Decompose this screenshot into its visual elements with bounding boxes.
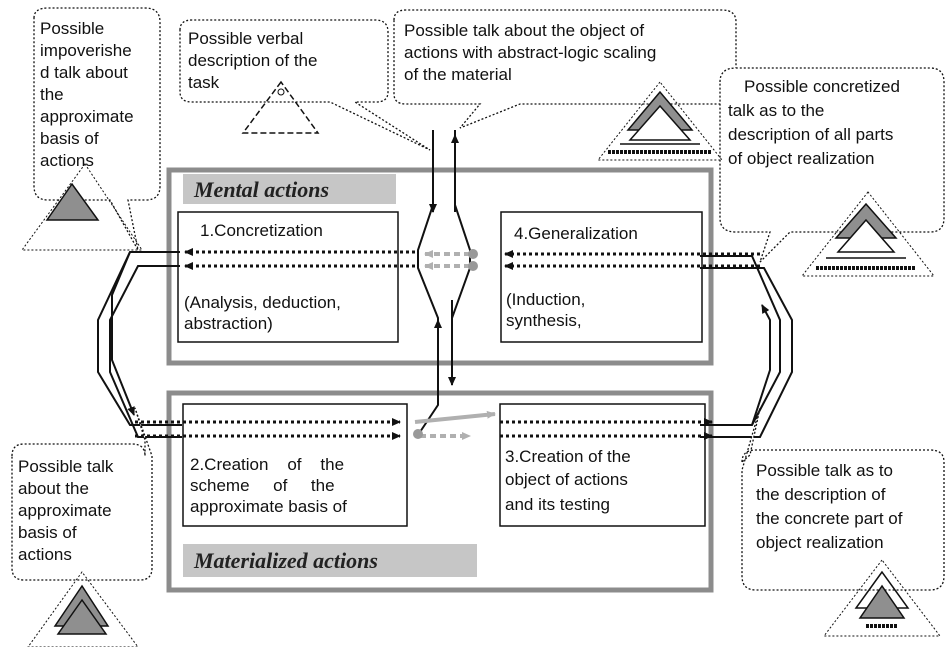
callout-impoverished-l2: impoverishe xyxy=(40,41,132,60)
callout-concretized-l2: talk as to the xyxy=(728,101,825,120)
mental-title-bg xyxy=(183,174,396,204)
generalization-box xyxy=(500,211,703,343)
mental-node-dot-2 xyxy=(468,261,478,271)
callout-abstract-bubble xyxy=(393,9,737,129)
materialized-actions-frame xyxy=(166,390,714,593)
concretization-box xyxy=(177,211,399,343)
generalization-line2: synthesis, xyxy=(506,311,582,330)
triangle-icon-concrete-part xyxy=(822,559,942,637)
materialized-actions-title: Materialized actions xyxy=(194,548,378,573)
callout-impoverished-l6: basis of xyxy=(40,129,99,148)
mental-gray-flows xyxy=(424,250,470,270)
mental-dotted-flows xyxy=(184,248,760,270)
callout-verbal-l3: task xyxy=(188,73,220,92)
materialized-title-bg xyxy=(183,544,477,577)
callout-impoverished-l1: Possible xyxy=(40,19,105,38)
triangle-icon-concretized xyxy=(800,191,936,277)
generalization-line1: (Induction, xyxy=(506,290,586,309)
callout-verbal-bubble xyxy=(179,19,431,151)
callout-impoverished-l3: d talk about xyxy=(40,63,128,82)
triangle-icon-impoverished xyxy=(21,163,143,251)
central-channel xyxy=(417,130,471,433)
triangle-icon-verbal xyxy=(241,80,320,134)
callout-concrete-part-l1: Possible talk as to xyxy=(756,461,894,480)
generalization-title: 4.Generalization xyxy=(514,224,638,243)
creation-object-line1: 3.Creation of the xyxy=(505,447,631,466)
callout-concretized-bubble xyxy=(719,67,945,263)
material-dotted-flows xyxy=(135,418,713,440)
callout-approximate-l1: Possible talk xyxy=(18,457,114,476)
triangle-icon-abstract xyxy=(596,81,724,161)
callout-concretized-l4: of object realization xyxy=(728,149,875,168)
callout-abstract-l1: Possible talk about the object of xyxy=(404,21,645,40)
concretization-title: 1.Concretization xyxy=(200,221,323,240)
callout-abstract-l3: of the material xyxy=(404,65,512,84)
callout-approximate-l2: about the xyxy=(18,479,89,498)
callout-concretized-l1: Possible concretized xyxy=(744,77,900,96)
callout-verbal-l1: Possible verbal xyxy=(188,29,304,48)
material-gray-flows xyxy=(414,410,496,440)
creation-scheme-line1: 2.Creation of the xyxy=(190,455,345,474)
triangle-icon-approximate xyxy=(27,571,139,647)
callout-concrete-part-l3: the concrete part of xyxy=(756,509,903,528)
material-node-dot xyxy=(413,429,423,439)
creation-scheme-line2: scheme of the xyxy=(190,476,335,495)
mental-actions-title: Mental actions xyxy=(194,177,330,202)
right-loop-arrow xyxy=(700,255,793,438)
callout-approximate-l4: basis of xyxy=(18,523,77,542)
callout-concretized-l3: description of all parts xyxy=(728,125,894,144)
creation-object-line2: object of actions xyxy=(505,470,628,489)
callout-impoverished-bubble xyxy=(33,7,161,251)
callout-verbal-l2: description of the xyxy=(188,51,318,70)
mental-node-dot xyxy=(468,249,478,259)
callout-concrete-part-l4: object realization xyxy=(756,533,884,552)
concretization-line1: (Analysis, deduction, xyxy=(184,293,341,312)
callout-impoverished-l4: the xyxy=(40,85,64,104)
callout-approximate-l5: actions xyxy=(18,545,72,564)
creation-object-line3: and its testing xyxy=(505,495,610,514)
left-loop-arrow xyxy=(97,251,182,438)
callout-impoverished-l5: approximate xyxy=(40,107,134,126)
callout-concrete-part-bubble xyxy=(741,407,945,591)
callout-concrete-part-l2: the description of xyxy=(756,485,886,504)
creation-scheme-box xyxy=(182,403,408,527)
creation-object-box xyxy=(499,403,706,527)
concretization-line2: abstraction) xyxy=(184,314,273,333)
callout-impoverished-l7: actions xyxy=(40,151,94,170)
callout-approximate-l3: approximate xyxy=(18,501,112,520)
callout-abstract-l2: actions with abstract-logic scaling xyxy=(404,43,657,62)
creation-scheme-line3: approximate basis of xyxy=(190,497,347,516)
callout-approximate-bubble xyxy=(11,407,153,581)
